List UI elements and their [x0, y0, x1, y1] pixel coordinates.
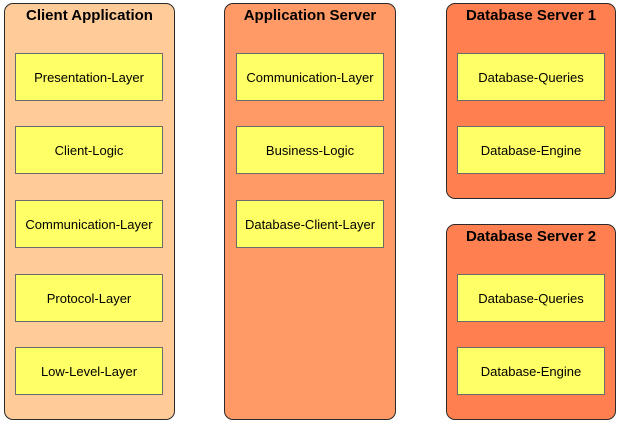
client-communication-layer: Communication-Layer — [15, 200, 163, 248]
database-server-1-title: Database Server 1 — [465, 7, 597, 24]
database-server-2-container: Database Server 2 Database-Queries Datab… — [446, 224, 616, 420]
app-server-business-logic-layer: Business-Logic — [236, 126, 384, 174]
app-server-communication-layer: Communication-Layer — [236, 53, 384, 101]
client-presentation-layer: Presentation-Layer — [15, 53, 163, 101]
app-server-database-client-layer: Database-Client-Layer — [236, 200, 384, 248]
database-server-1-container: Database Server 1 Database-Queries Datab… — [446, 3, 616, 199]
db1-database-queries-layer: Database-Queries — [457, 53, 605, 101]
db2-database-queries-layer: Database-Queries — [457, 274, 605, 322]
database-server-2-title: Database Server 2 — [465, 228, 597, 245]
application-server-title: Application Server — [243, 7, 377, 24]
db1-database-engine-layer: Database-Engine — [457, 126, 605, 174]
client-application-title: Client Application — [26, 7, 153, 24]
db2-database-engine-layer: Database-Engine — [457, 347, 605, 395]
client-protocol-layer: Protocol-Layer — [15, 274, 163, 322]
client-logic-layer: Client-Logic — [15, 126, 163, 174]
client-low-level-layer: Low-Level-Layer — [15, 347, 163, 395]
client-application-container: Client Application Presentation-Layer Cl… — [4, 3, 175, 420]
application-server-container: Application Server Communication-Layer B… — [224, 3, 396, 420]
